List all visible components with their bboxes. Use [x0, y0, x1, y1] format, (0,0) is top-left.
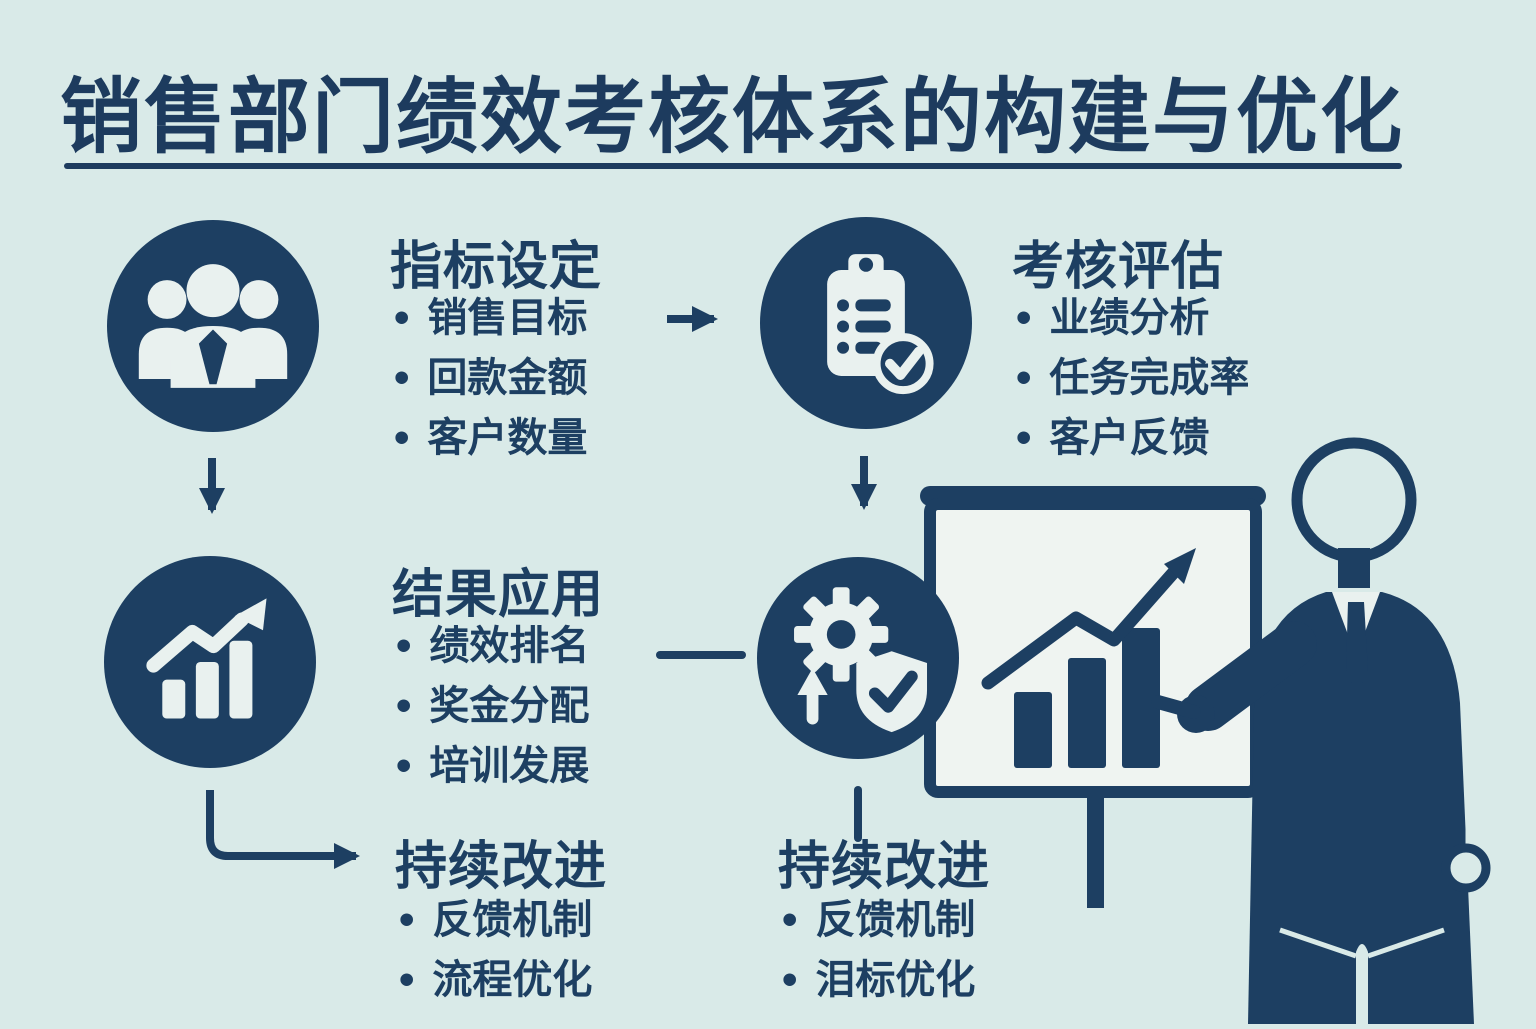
list-item: • 流程优化: [399, 955, 593, 1004]
list-item-text: 奖金分配: [429, 684, 590, 728]
list-indicator: • 销售目标 • 回款金额 • 客户数量: [394, 293, 588, 462]
bullet-dot: •: [1016, 353, 1032, 402]
heading-result: 结果应用: [392, 566, 605, 624]
bullet-dot: •: [394, 293, 410, 342]
presenter-head: [1291, 437, 1417, 563]
bullet-dot: •: [396, 681, 412, 730]
list-item: • 反馈机制: [399, 895, 593, 944]
list-item-text: 流程优化: [432, 958, 593, 1002]
list-item: • 反馈机制: [782, 895, 976, 944]
list-item: • 业绩分析: [1016, 293, 1249, 342]
heading-improve-left: 持续改进: [395, 838, 608, 896]
list-item: • 销售目标: [394, 293, 588, 342]
list-item-text: 客户反馈: [1049, 416, 1210, 460]
list-item-text: 任务完成率: [1049, 356, 1250, 400]
businessman-illustration: [1130, 408, 1536, 1024]
bullet-dot: •: [394, 413, 410, 462]
list-item-text: 培训发展: [429, 744, 590, 788]
list-item-text: 反馈机制: [432, 898, 593, 942]
board-bar-chart: [1014, 628, 1160, 768]
bullet-dot: •: [396, 741, 412, 790]
checklist-icon: [760, 217, 972, 429]
list-result: • 绩效排名 • 奖金分配 • 培训发展: [396, 621, 590, 790]
board-trend-arrow: [981, 548, 1196, 690]
list-improve-left: • 反馈机制 • 流程优化: [399, 895, 593, 1004]
presenter-tie: [1346, 602, 1368, 694]
board-leg: [1087, 788, 1104, 908]
list-item: • 培训发展: [396, 741, 590, 790]
presenter-pointing-arm: [1185, 621, 1317, 731]
bullet-dot: •: [399, 895, 415, 944]
list-item: • 客户数量: [394, 413, 588, 462]
arrow-result-to-improve: [206, 790, 360, 869]
presenter-suit: [1248, 592, 1474, 1024]
presenter-pointing-finger: [1151, 695, 1201, 719]
title-underline: [64, 163, 1402, 169]
heading-improve-center: 持续改进: [778, 838, 991, 896]
list-item: • 绩效排名: [396, 621, 590, 670]
list-improve-center: • 反馈机制 • 泪标优化: [782, 895, 976, 1004]
list-item: • 回款金额: [394, 353, 588, 402]
list-item: • 泪标优化: [782, 955, 976, 1004]
list-item: • 任务完成率: [1016, 353, 1250, 402]
bullet-dot: •: [782, 955, 798, 1004]
page-title: 销售部门绩效考核体系的构建与优化: [60, 72, 1405, 163]
presenter-right-hand: [1441, 843, 1491, 893]
heading-indicator: 指标设定: [390, 238, 603, 296]
list-item-text: 销售目标: [427, 296, 588, 340]
list-item-text: 反馈机制: [815, 898, 976, 942]
list-item-text: 业绩分析: [1049, 296, 1210, 340]
gear-shield-icon: [757, 557, 959, 759]
bullet-dot: •: [396, 621, 412, 670]
list-item-text: 绩效排名: [429, 624, 590, 668]
bullet-dot: •: [399, 955, 415, 1004]
bullet-dot: •: [1016, 293, 1032, 342]
list-item-text: 客户数量: [427, 416, 588, 460]
list-item-text: 泪标优化: [815, 958, 976, 1002]
list-item: • 奖金分配: [396, 681, 590, 730]
team-icon: [107, 220, 319, 432]
heading-assessment: 考核评估: [1012, 238, 1225, 296]
growth-chart-icon: [104, 556, 316, 768]
up-arrow-glyph: [797, 668, 828, 725]
list-item: • 客户反馈: [1016, 413, 1249, 462]
list-item-text: 回款金额: [427, 356, 588, 400]
list-assessment: • 业绩分析 • 任务完成率 • 客户反馈: [1016, 293, 1250, 462]
bullet-dot: •: [782, 895, 798, 944]
bullet-dot: •: [394, 353, 410, 402]
bullet-dot: •: [1016, 413, 1032, 462]
